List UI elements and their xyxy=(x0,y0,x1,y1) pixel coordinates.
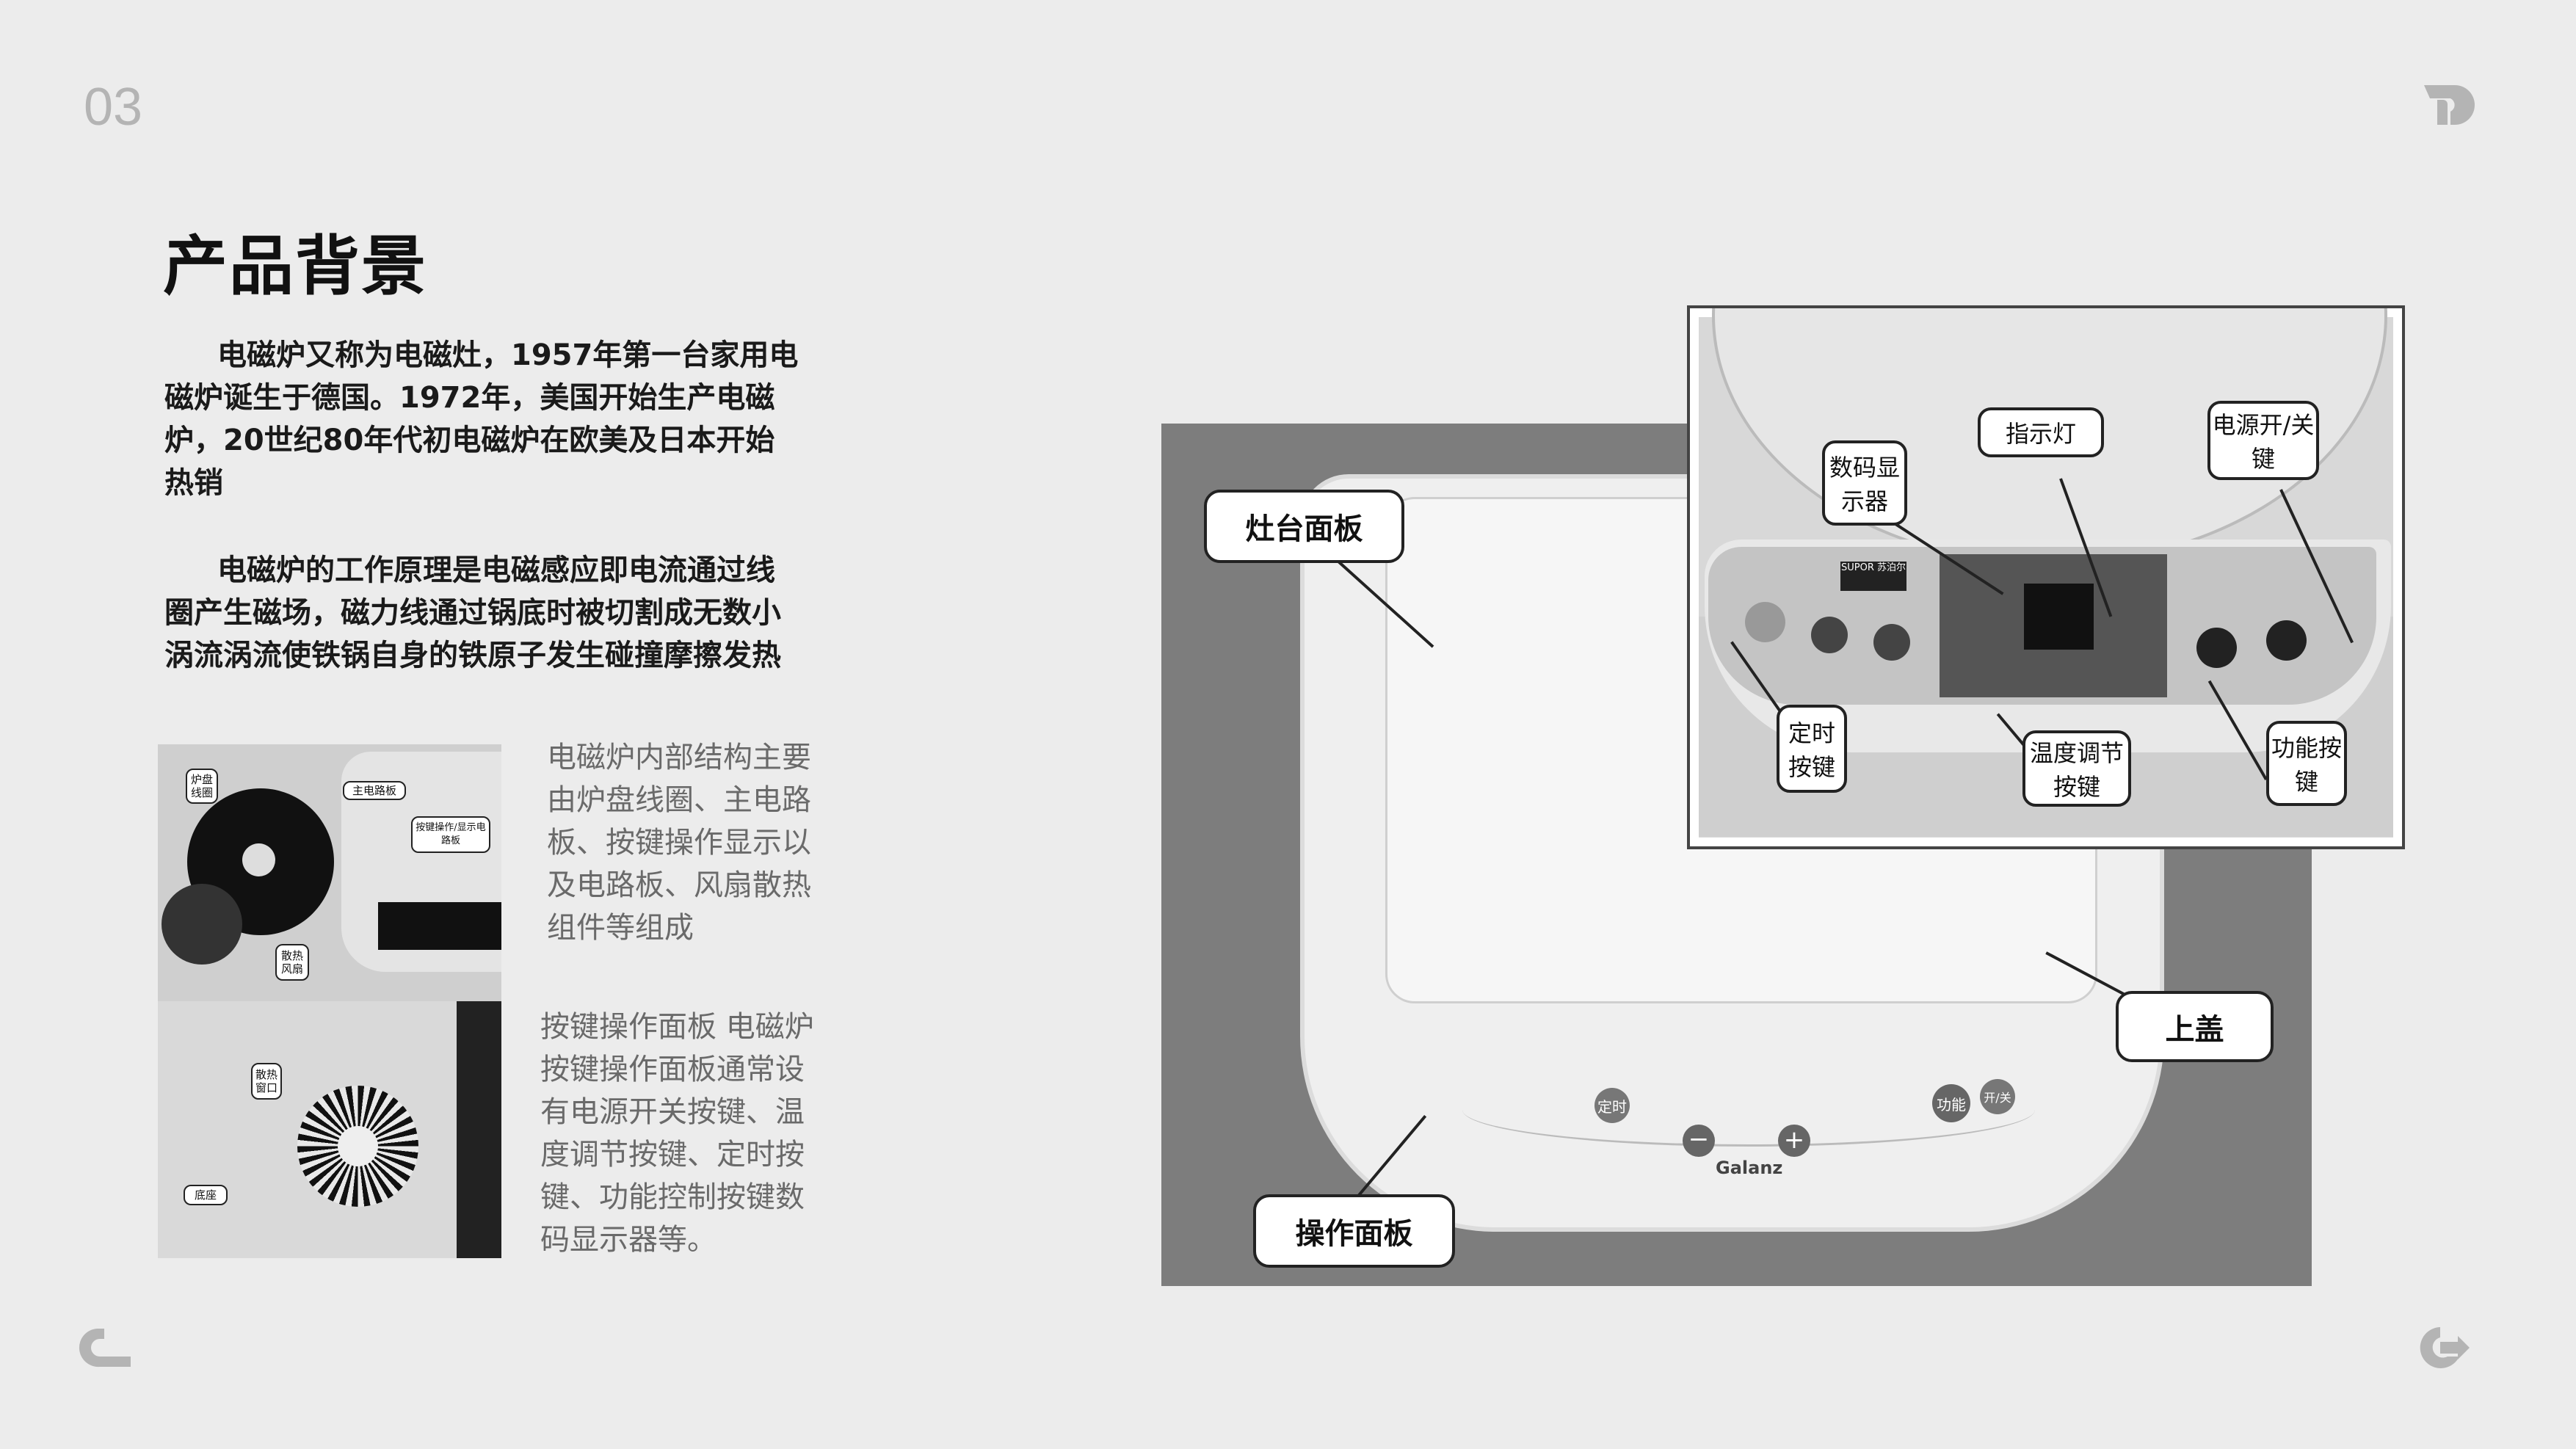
label-power-key: 电源开/关键 xyxy=(2207,401,2319,480)
intro-paragraph: 电磁炉又称为电磁灶，1957年第一台家用电 磁炉诞生于德国。1972年，美国开始… xyxy=(164,334,1031,504)
text-line: 按键操作面板 电磁炉 xyxy=(540,1010,814,1044)
panel-description: 按键操作面板 电磁炉 按键操作面板通常设 有电源开关按键、温 度调节按键、定时按… xyxy=(540,1006,849,1261)
principle-paragraph: 电磁炉的工作原理是电磁感应即电流通过线 圈产生磁场，磁力线通过锅底时被切割成无数… xyxy=(164,549,1031,677)
text-line: 电磁炉的工作原理是电磁感应即电流通过线 xyxy=(217,553,775,587)
label-display: 数码显示器 xyxy=(1822,440,1907,526)
text-line: 及电路板、风扇散热 xyxy=(547,868,811,902)
label-base: 底座 xyxy=(184,1185,228,1205)
label-indicator: 指示灯 xyxy=(1978,407,2104,457)
text-line: 圈产生磁场，磁力线通过锅底时被切割成无数小 xyxy=(164,596,781,630)
page-number: 03 xyxy=(84,78,143,137)
text-line: 码显示器等。 xyxy=(540,1223,716,1257)
text-line: 电磁炉又称为电磁灶，1957年第一台家用电 xyxy=(217,338,799,372)
brand-logo: Galanz xyxy=(1716,1158,1783,1178)
label-timer-key: 定时按键 xyxy=(1777,705,1847,793)
text-line: 键、功能控制按键数 xyxy=(540,1180,805,1214)
control-panel-photo: SUPOR 苏泊尔 数码显示器 指示灯 电源开/关键 定时按键 温度调节按键 功… xyxy=(1687,305,2405,849)
label-coil: 炉盘线圈 xyxy=(186,769,218,804)
function-button: 功能 xyxy=(1932,1084,1970,1122)
label-cover: 上盖 xyxy=(2116,991,2274,1062)
text-line: 磁炉诞生于德国。1972年，美国开始生产电磁 xyxy=(164,381,775,415)
prev-arrow-icon[interactable] xyxy=(75,1326,134,1370)
label-key-board: 按键操作/显示电路板 xyxy=(411,816,490,853)
text-line: 组件等组成 xyxy=(547,911,694,945)
text-line: 电磁炉内部结构主要 xyxy=(547,741,811,774)
timer-button: 定时 xyxy=(1594,1088,1630,1123)
text-line: 有电源开关按键、温 xyxy=(540,1095,805,1129)
label-stove-panel: 灶台面板 xyxy=(1204,490,1404,563)
panel-brand-logo: SUPOR 苏泊尔 xyxy=(1840,562,1906,591)
label-fan: 散热风扇 xyxy=(275,944,309,981)
text-line: 涡流涡流使铁锅自身的铁原子发生碰撞摩擦发热 xyxy=(164,639,781,672)
label-control-panel: 操作面板 xyxy=(1253,1194,1455,1268)
minus-button: − xyxy=(1683,1125,1715,1157)
label-temp-key: 温度调节按键 xyxy=(2022,730,2131,807)
label-function-key: 功能按键 xyxy=(2266,721,2347,806)
text-line: 炉，20世纪80年代初电磁炉在欧美及日本开始 xyxy=(164,424,775,457)
d-logo-icon xyxy=(2424,85,2475,125)
structure-description: 电磁炉内部结构主要 由炉盘线圈、主电路 板、按键操作显示以 及电路板、风扇散热 … xyxy=(547,736,855,949)
text-line: 度调节按键、定时按 xyxy=(540,1138,805,1172)
label-vent: 散热窗口 xyxy=(251,1063,282,1100)
plus-button: + xyxy=(1778,1125,1810,1157)
label-main-board: 主电路板 xyxy=(343,781,406,800)
text-line: 由炉盘线圈、主电路 xyxy=(547,783,811,817)
text-line: 板、按键操作显示以 xyxy=(547,826,811,860)
interior-structure-photo: 炉盘线圈 主电路板 按键操作/显示电路板 散热风扇 散热窗口 底座 xyxy=(158,744,501,1258)
text-line: 热销 xyxy=(164,466,223,500)
power-button: 开/关 xyxy=(1980,1079,2015,1114)
page-title: 产品背景 xyxy=(163,228,428,304)
text-line: 按键操作面板通常设 xyxy=(540,1053,805,1086)
next-arrow-icon[interactable] xyxy=(2415,1324,2471,1371)
